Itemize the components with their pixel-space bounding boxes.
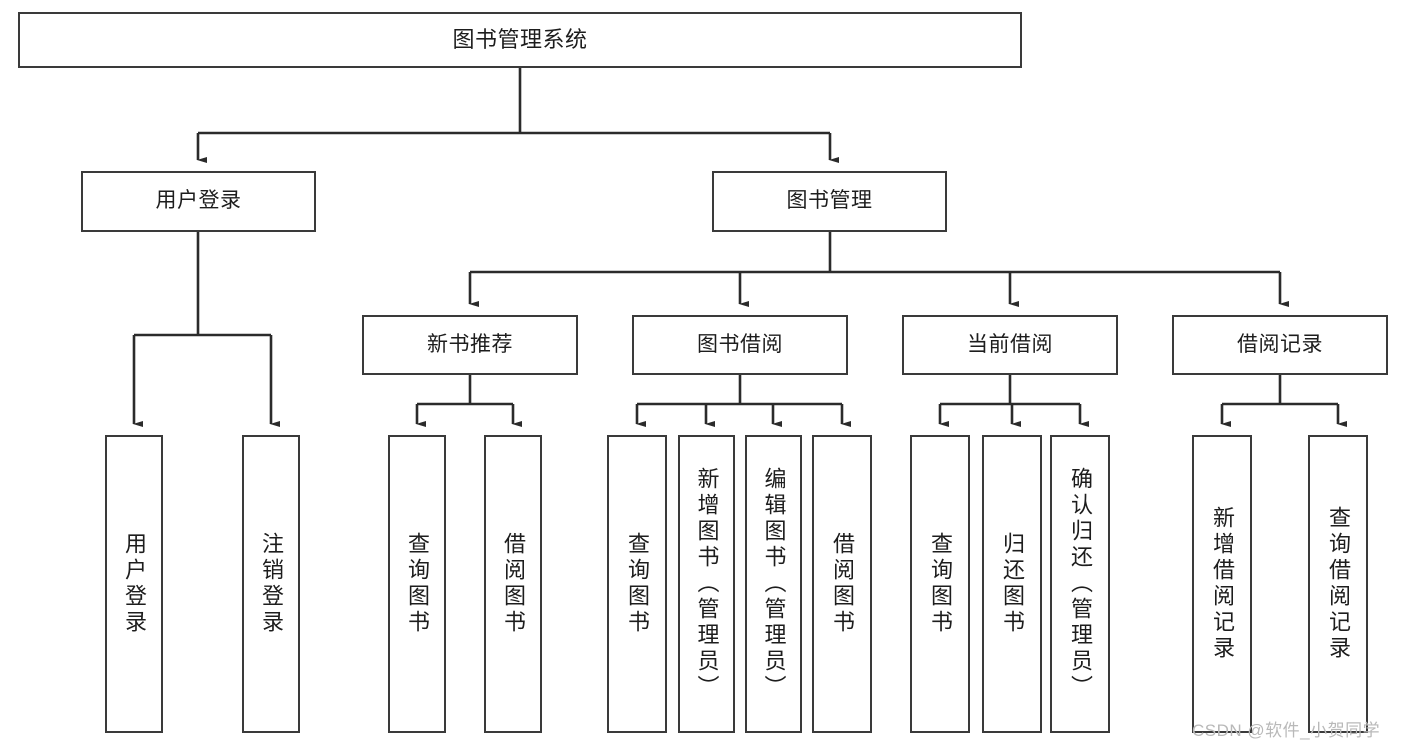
node-leaf-add-record-label: 新增借阅记录 [1210, 506, 1235, 662]
node-book-borrow-label: 图书借阅 [697, 332, 783, 356]
node-leaf-confirm-return-label: 确认归还（管理员） [1068, 467, 1093, 701]
node-leaf-borrow-book-1-label: 借阅图书 [501, 532, 526, 636]
node-leaf-query-book-2[interactable]: 查询图书 [607, 435, 667, 733]
node-leaf-add-book-label: 新增图书（管理员） [694, 467, 720, 701]
node-book-manage-label: 图书管理 [786, 189, 873, 213]
node-new-book-recommend[interactable]: 新书推荐 [362, 315, 578, 375]
node-leaf-borrow-book-2[interactable]: 借阅图书 [812, 435, 872, 733]
node-borrow-record-label: 借阅记录 [1237, 332, 1323, 356]
node-borrow-record[interactable]: 借阅记录 [1172, 315, 1388, 375]
node-user-login-label: 用户登录 [155, 189, 242, 213]
node-book-manage[interactable]: 图书管理 [712, 171, 947, 232]
node-leaf-user-logout-label: 注销登录 [259, 532, 284, 636]
csdn-watermark: CSDN @软件_小贺同学 [1192, 721, 1381, 740]
node-current-borrow-label: 当前借阅 [967, 332, 1053, 356]
node-leaf-query-book-2-label: 查询图书 [625, 532, 650, 636]
node-leaf-confirm-return[interactable]: 确认归还（管理员） [1050, 435, 1110, 733]
node-book-borrow[interactable]: 图书借阅 [632, 315, 848, 375]
node-leaf-add-book[interactable]: 新增图书（管理员） [678, 435, 735, 733]
node-new-book-recommend-label: 新书推荐 [427, 332, 513, 356]
node-leaf-query-book-1-label: 查询图书 [405, 532, 430, 636]
node-leaf-return-book-label: 归还图书 [1000, 532, 1025, 636]
node-leaf-query-book-3[interactable]: 查询图书 [910, 435, 970, 733]
node-leaf-query-record[interactable]: 查询借阅记录 [1308, 435, 1368, 733]
node-leaf-user-login-label: 用户登录 [122, 532, 147, 636]
node-leaf-edit-book-label: 编辑图书（管理员） [761, 467, 787, 701]
node-leaf-return-book[interactable]: 归还图书 [982, 435, 1042, 733]
node-leaf-user-login[interactable]: 用户登录 [105, 435, 163, 733]
node-root[interactable]: 图书管理系统 [18, 12, 1022, 68]
node-leaf-borrow-book-1[interactable]: 借阅图书 [484, 435, 542, 733]
node-leaf-query-book-3-label: 查询图书 [928, 532, 953, 636]
node-user-login[interactable]: 用户登录 [81, 171, 316, 232]
node-leaf-borrow-book-2-label: 借阅图书 [830, 532, 855, 636]
node-leaf-query-record-label: 查询借阅记录 [1326, 506, 1351, 662]
node-root-label: 图书管理系统 [452, 27, 588, 53]
node-leaf-user-logout[interactable]: 注销登录 [242, 435, 300, 733]
node-leaf-add-record[interactable]: 新增借阅记录 [1192, 435, 1252, 733]
node-leaf-edit-book[interactable]: 编辑图书（管理员） [745, 435, 802, 733]
node-leaf-query-book-1[interactable]: 查询图书 [388, 435, 446, 733]
node-current-borrow[interactable]: 当前借阅 [902, 315, 1118, 375]
